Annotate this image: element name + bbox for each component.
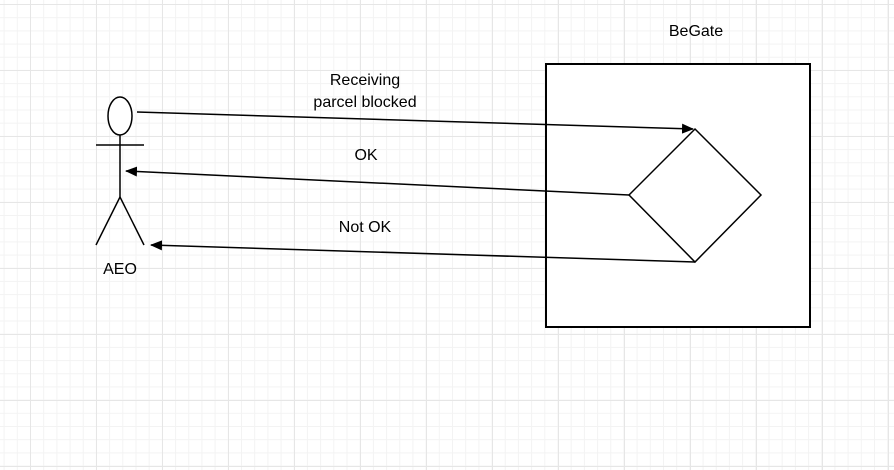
request-message-line1: Receiving — [329, 72, 401, 89]
actor-label: AEO — [103, 261, 137, 278]
not-ok-arrow — [150, 240, 696, 263]
system-label: BeGate — [668, 23, 724, 40]
request-message-line2: parcel blocked — [313, 94, 417, 111]
ok-message-label: OK — [354, 147, 378, 164]
actor-figure — [95, 96, 145, 246]
ok-arrow — [125, 166, 630, 196]
actor-right-leg — [119, 196, 145, 246]
actor-head — [107, 96, 133, 136]
not-ok-message-label: Not OK — [338, 219, 392, 236]
request-arrow — [136, 111, 694, 134]
actor-left-leg — [95, 196, 121, 246]
